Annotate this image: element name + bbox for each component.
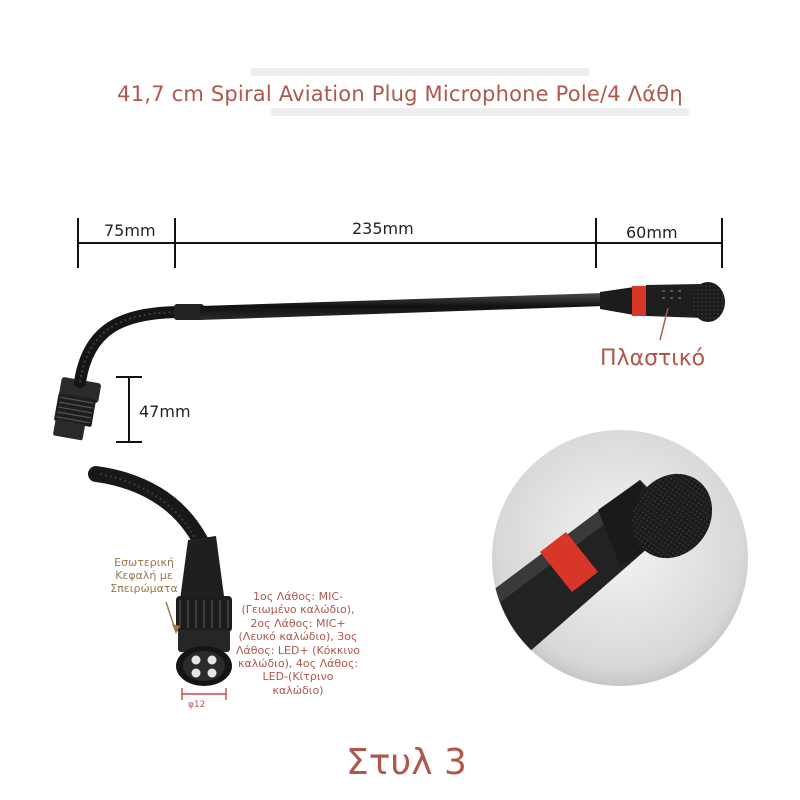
gooseneck-sleeve	[174, 304, 204, 320]
dimension-lines	[77, 218, 723, 268]
dimension-head: 60mm	[626, 223, 678, 242]
gooseneck-curve	[74, 306, 188, 388]
plug-height-dimension	[116, 376, 142, 443]
head-closeup	[492, 430, 748, 686]
aviation-plug-connector	[53, 377, 101, 441]
dimension-gooseneck: 235mm	[352, 219, 414, 238]
head-material-label: Πλαστικό	[600, 346, 706, 371]
faded-watermark-text	[250, 68, 690, 116]
dimension-plug-height: 47mm	[139, 402, 191, 421]
wiring-description: 1ος Λάθος: MIC-(Γειωμένο καλώδιο), 2ος Λ…	[236, 590, 360, 697]
style-label: Στυλ 3	[346, 742, 467, 783]
mesh-grille	[691, 282, 725, 322]
red-ring	[632, 286, 646, 316]
diameter-marker	[181, 688, 227, 700]
straight-pole	[200, 293, 604, 320]
dimension-pin-diameter: φ12	[188, 700, 206, 710]
plastic-callout-line	[659, 307, 669, 341]
plug-closeup	[88, 466, 232, 686]
dimension-base: 75mm	[104, 221, 156, 240]
internal-head-label: Εσωτερική Κεφαλή με Σπειρώματα	[110, 556, 178, 595]
product-title: 41,7 cm Spiral Aviation Plug Microphone …	[117, 82, 683, 106]
microphone-head	[600, 282, 725, 322]
